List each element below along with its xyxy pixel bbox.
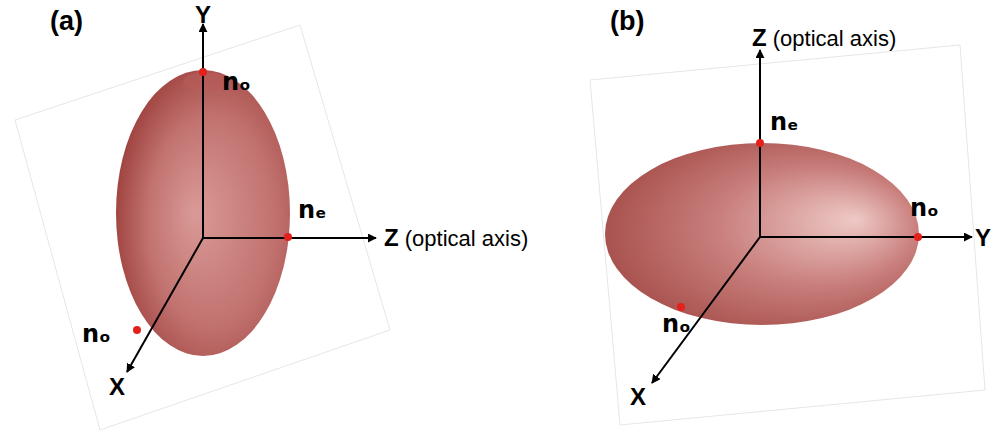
index-point [756, 139, 764, 147]
axis-label: Z (optical axis) [752, 26, 896, 50]
panel-label: (b) [610, 8, 644, 35]
background-plane [15, 25, 390, 430]
x-axis [652, 237, 760, 383]
index-point [199, 68, 207, 76]
axis-label: Y [975, 226, 991, 250]
panel-label: (a) [50, 8, 83, 35]
index-label: nₒ [82, 322, 111, 346]
index-label: nₑ [298, 198, 327, 222]
index-label: nₒ [662, 312, 691, 336]
y-axis [760, 236, 972, 238]
axis-label: X [109, 375, 125, 399]
x-axis [127, 238, 203, 372]
index-point [133, 326, 141, 334]
axis-label: X [630, 385, 646, 409]
axis-label: Y [195, 3, 211, 27]
y-axis [202, 24, 204, 238]
index-label: nₑ [770, 110, 799, 134]
index-point [914, 233, 922, 241]
index-ellipsoid [605, 143, 919, 325]
background-plane [590, 45, 985, 425]
index-point [677, 303, 685, 311]
index-label: nₒ [910, 196, 939, 220]
index-label: nₒ [222, 70, 251, 94]
axis-label: Z (optical axis) [384, 226, 528, 250]
index-point [284, 233, 292, 241]
